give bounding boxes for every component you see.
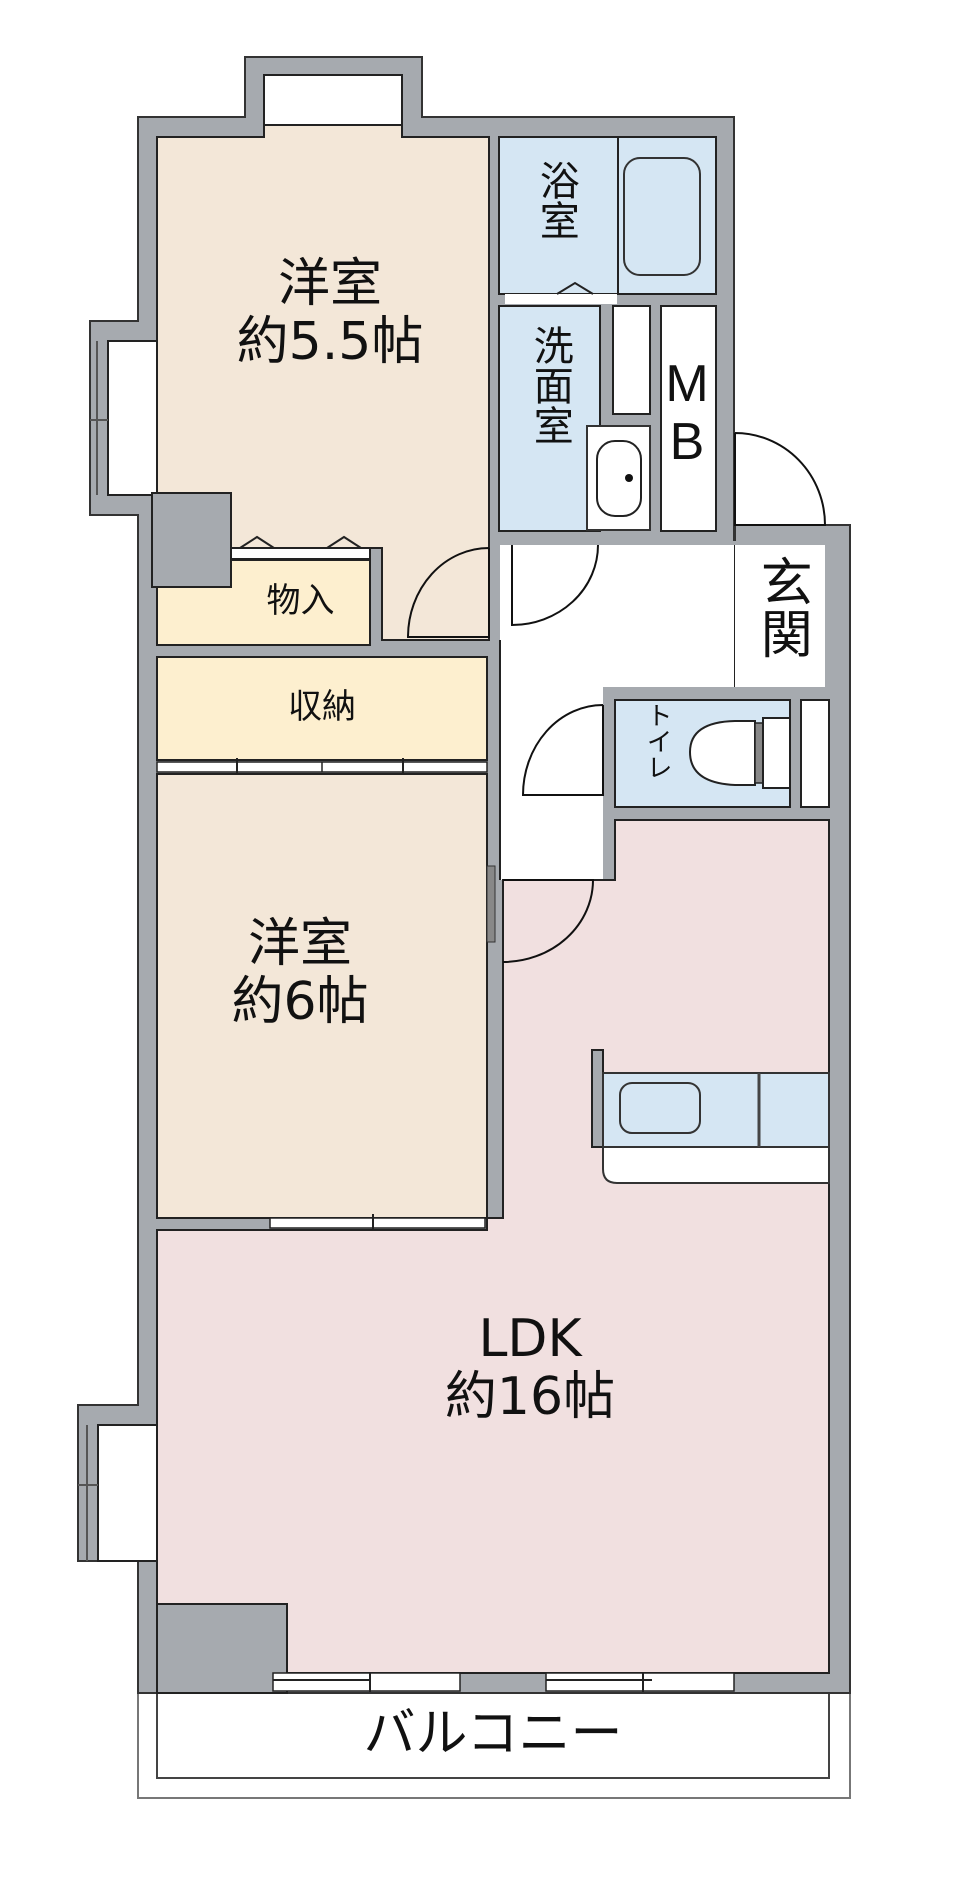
- balcony-label: バルコニー: [363, 1704, 623, 1764]
- ldk-label: LDK 約16帖: [400, 1309, 660, 1428]
- bedroom-2: [156, 773, 488, 1219]
- bedroom-2-label: 洋室 約6帖: [190, 914, 410, 1033]
- left-window-bay-2: [97, 1424, 158, 1562]
- bedroom-1-name: 洋室: [277, 254, 382, 314]
- bedroom-2-size: 約6帖: [231, 972, 369, 1033]
- left-window-bay-1: [107, 340, 158, 496]
- entrance-label: 玄関: [751, 555, 812, 659]
- door-swings: [406, 432, 827, 963]
- bedroom-1-label: 洋室 約5.5帖: [200, 254, 460, 373]
- bedroom-1-size: 約5.5帖: [236, 312, 424, 373]
- washroom-label: 洗面室: [526, 325, 573, 445]
- entrance: [735, 545, 825, 687]
- washroom: [498, 305, 601, 532]
- storage-label: 収納: [288, 687, 356, 727]
- bath-label: 浴室: [532, 160, 579, 240]
- ldk-size: 約16帖: [444, 1367, 616, 1428]
- storage: [156, 656, 488, 761]
- toilet-label: トイレ: [642, 702, 673, 780]
- ldk-name: LDK: [478, 1309, 582, 1369]
- bedroom-2-name: 洋室: [247, 914, 352, 974]
- mb-label: MB: [658, 355, 716, 471]
- balcony: [137, 1689, 851, 1799]
- corridor: [500, 545, 735, 880]
- closet-label: 物入: [266, 581, 335, 621]
- mb-room: [660, 305, 717, 532]
